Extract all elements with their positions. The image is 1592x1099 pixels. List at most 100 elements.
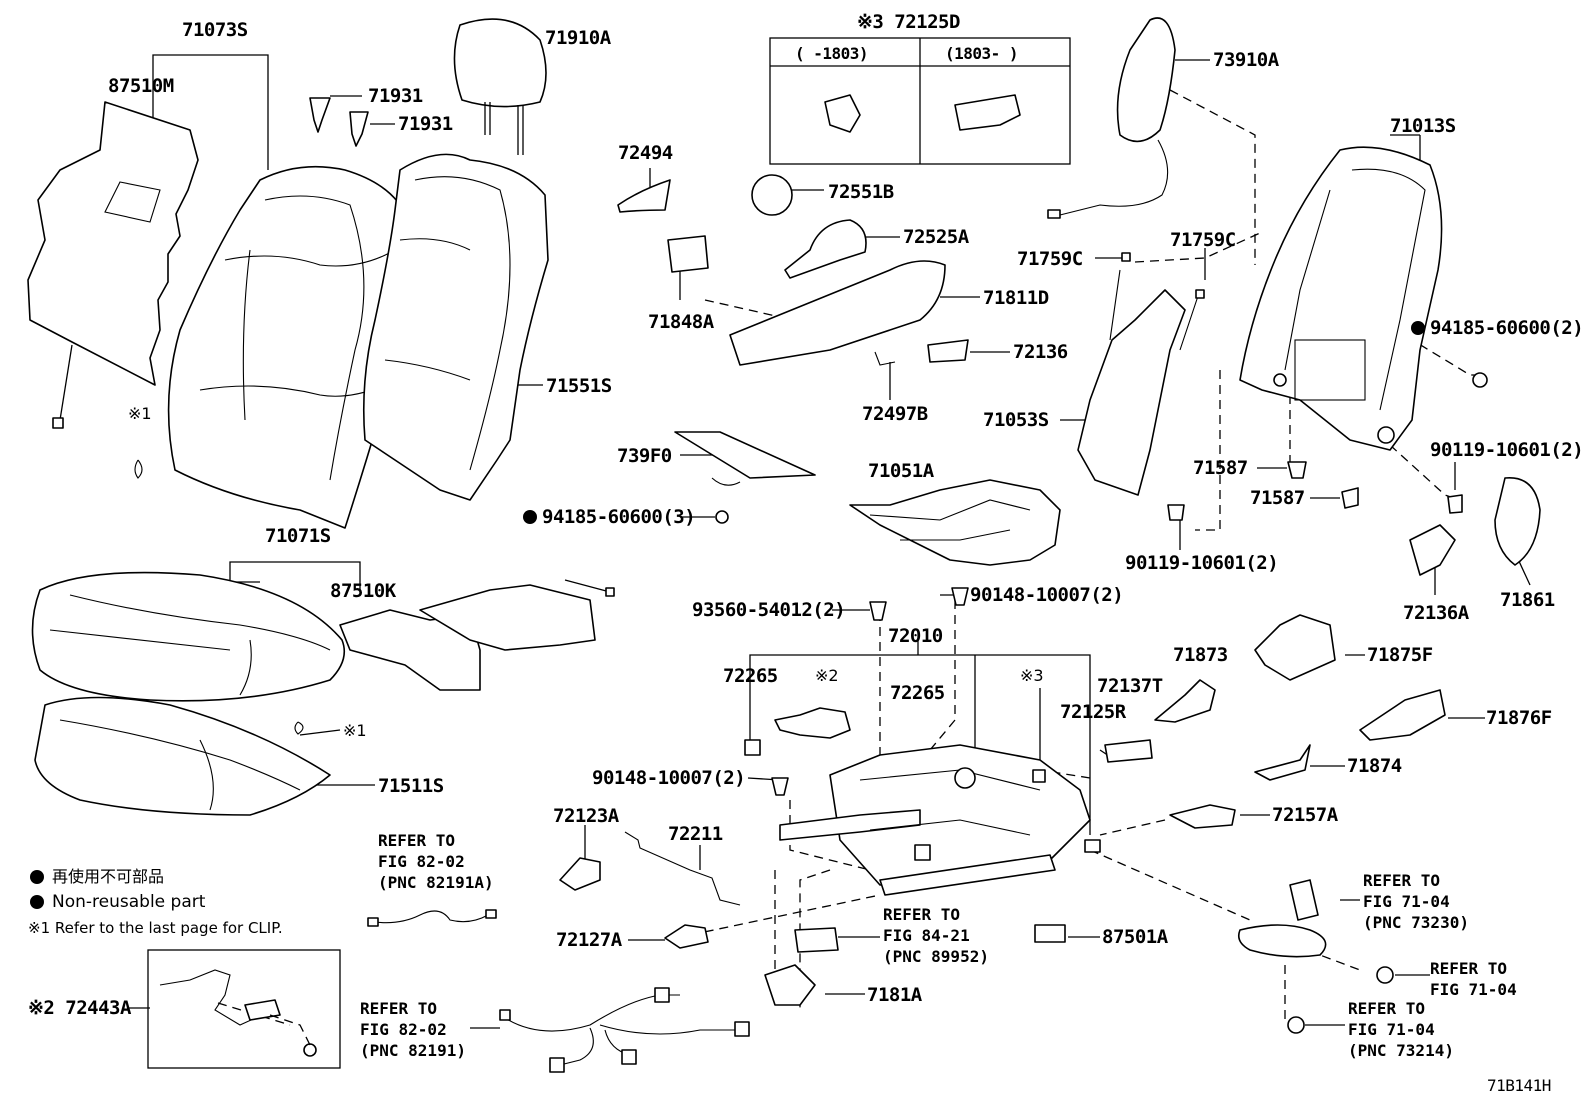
label-94185-60600-3[interactable]: 94185-60600(3)	[542, 506, 696, 528]
part-lumbar-support	[1077, 252, 1205, 496]
label-87510M[interactable]: 87510M	[108, 75, 174, 97]
part-lever-covers	[617, 174, 969, 366]
label-71759C-a[interactable]: 71759C	[1017, 248, 1083, 270]
refer-line: (PNC 89952)	[883, 947, 989, 966]
refer-line: FIG 71-04	[1348, 1020, 1435, 1039]
part-seat-adjuster-frame	[779, 744, 1091, 896]
refer-line: REFER TO	[1430, 959, 1508, 978]
part-seat-cushion-pad	[34, 696, 331, 816]
label-7181A[interactable]: 7181A	[867, 984, 922, 1006]
refer-line: FIG 82-02	[360, 1020, 447, 1039]
label-72125D[interactable]: ※3 72125D	[857, 11, 960, 33]
part-headrest	[453, 18, 547, 155]
part-seatbelt-buckle	[1237, 879, 1394, 1034]
refer-line: FIG 71-04	[1363, 892, 1450, 911]
label-71876F[interactable]: 71876F	[1486, 707, 1552, 729]
label-90119-10601-a[interactable]: 90119-10601(2)	[1430, 439, 1584, 461]
label-71071S[interactable]: 71071S	[265, 525, 331, 547]
label-71931-a[interactable]: 71931	[368, 85, 423, 107]
refer-line: FIG 84-21	[883, 926, 970, 945]
label-71874[interactable]: 71874	[1347, 755, 1402, 777]
label-73910A[interactable]: 73910A	[1213, 49, 1279, 71]
refer-fig-71-04-b[interactable]: REFER TO FIG 71-04	[1430, 958, 1517, 1000]
label-72136[interactable]: 72136	[1013, 341, 1068, 363]
label-90148-10007-b[interactable]: 90148-10007(2)	[592, 767, 746, 789]
label-71013S[interactable]: 71013S	[1390, 115, 1456, 137]
label-72125R[interactable]: 72125R	[1060, 701, 1126, 723]
label-739F0[interactable]: 739F0	[617, 445, 672, 467]
label-72157A[interactable]: 72157A	[1272, 804, 1338, 826]
note-mark-2: ※2	[815, 666, 839, 685]
label-72525A[interactable]: 72525A	[903, 226, 969, 248]
label-72136A[interactable]: 72136A	[1403, 602, 1469, 624]
label-71875F[interactable]: 71875F	[1367, 644, 1433, 666]
legend-non-reusable-jp: 再使用不可部品	[52, 867, 165, 886]
part-headrest-supports	[309, 97, 369, 147]
diagram-id: 71B141H	[1487, 1076, 1551, 1095]
label-72551B[interactable]: 72551B	[828, 181, 894, 203]
label-72443A[interactable]: ※2 72443A	[28, 997, 131, 1019]
label-72265-b[interactable]: 72265	[890, 682, 945, 704]
note-mark-3: ※3	[1020, 666, 1044, 685]
label-71759C-b[interactable]: 71759C	[1170, 229, 1236, 251]
part-seat-wire-frame	[849, 479, 1061, 566]
part-knob-and-cover-right	[1409, 477, 1541, 576]
label-72265-a[interactable]: 72265	[723, 665, 778, 687]
label-72123A[interactable]: 72123A	[553, 805, 619, 827]
refer-line: (PNC 82191)	[360, 1041, 466, 1060]
label-94185-60600-2[interactable]: 94185-60600(2)	[1430, 317, 1584, 339]
label-90148-10007-a[interactable]: 90148-10007(2)	[970, 584, 1124, 606]
refer-line: REFER TO	[1363, 871, 1441, 890]
part-seatback-heater	[27, 101, 199, 479]
label-71051A[interactable]: 71051A	[868, 460, 934, 482]
label-90119-10601-b[interactable]: 90119-10601(2)	[1125, 552, 1279, 574]
refer-fig-71-04-c[interactable]: REFER TO FIG 71-04 (PNC 73214)	[1348, 998, 1454, 1061]
refer-line: REFER TO	[883, 905, 961, 924]
label-72497B[interactable]: 72497B	[862, 403, 928, 425]
label-72137T[interactable]: 72137T	[1097, 675, 1163, 697]
part-cables-lower	[559, 831, 1066, 1006]
label-72010[interactable]: 72010	[888, 625, 943, 647]
part-side-airbag	[1047, 17, 1176, 219]
label-71551S[interactable]: 71551S	[546, 375, 612, 397]
refer-line: (PNC 73230)	[1363, 913, 1469, 932]
refer-fig-82-02-b[interactable]: REFER TO FIG 82-02 (PNC 82191)	[360, 998, 466, 1061]
label-71587-b[interactable]: 71587	[1250, 487, 1305, 509]
label-87510K[interactable]: 87510K	[330, 580, 396, 602]
refer-line: (PNC 73214)	[1348, 1041, 1454, 1060]
part-mat-739F0	[674, 431, 816, 524]
part-cushion-heater	[339, 579, 615, 691]
part-seat-cushion-cover	[31, 571, 346, 702]
label-87501A[interactable]: 87501A	[1102, 926, 1168, 948]
label-72127A[interactable]: 72127A	[556, 929, 622, 951]
label-71861[interactable]: 71861	[1500, 589, 1555, 611]
label-71931-b[interactable]: 71931	[398, 113, 453, 135]
label-71873[interactable]: 71873	[1173, 644, 1228, 666]
part-fasteners-right	[1167, 372, 1488, 521]
part-seatback-pad	[362, 153, 549, 501]
part-harness-82191	[499, 987, 750, 1073]
label-72494[interactable]: 72494	[618, 142, 673, 164]
clip-note-mark-2: ※1	[343, 721, 367, 740]
label-71511S[interactable]: 71511S	[378, 775, 444, 797]
label-71587-a[interactable]: 71587	[1193, 457, 1248, 479]
refer-fig-82-02-a[interactable]: REFER TO FIG 82-02 (PNC 82191A)	[378, 830, 494, 893]
label-71053S[interactable]: 71053S	[983, 409, 1049, 431]
label-93560-54012[interactable]: 93560-54012(2)	[692, 599, 846, 621]
part-motor-harness-72265	[774, 707, 851, 739]
range-before-1803: ( -1803)	[795, 44, 869, 63]
label-71811D[interactable]: 71811D	[983, 287, 1049, 309]
legend-bullets	[30, 321, 1425, 909]
label-71910A[interactable]: 71910A	[545, 27, 611, 49]
refer-fig-71-04-a[interactable]: REFER TO FIG 71-04 (PNC 73230)	[1363, 870, 1469, 933]
label-71848A[interactable]: 71848A	[648, 311, 714, 333]
part-seatback-frame	[1239, 146, 1443, 451]
refer-line: REFER TO	[1348, 999, 1426, 1018]
label-72211[interactable]: 72211	[668, 823, 723, 845]
refer-line: REFER TO	[360, 999, 438, 1018]
label-71073S[interactable]: 71073S	[182, 19, 248, 41]
refer-fig-84-21[interactable]: REFER TO FIG 84-21 (PNC 89952)	[883, 904, 989, 967]
part-harness-82191A	[367, 909, 497, 927]
